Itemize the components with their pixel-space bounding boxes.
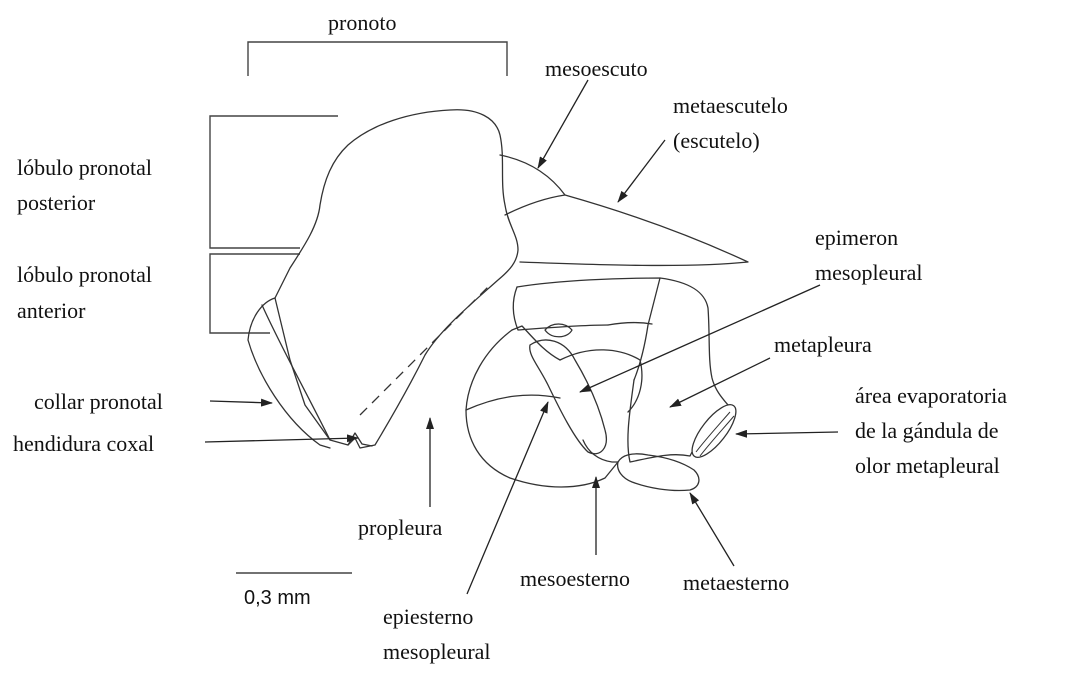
mesoscutum-line <box>505 195 565 215</box>
label-epimeron-2: mesopleural <box>815 260 923 285</box>
pronotum-outline <box>275 110 518 448</box>
label-collar: collar pronotal <box>34 389 163 414</box>
scutellum-outline <box>500 155 748 265</box>
lobulo-anterior-bracket <box>210 254 300 333</box>
label-escutelo: (escutelo) <box>673 128 760 153</box>
epiesterno-edge <box>512 326 560 360</box>
label-area-2: de la gándula de <box>855 418 999 443</box>
label-lobulo-posterior-2: posterior <box>17 190 96 215</box>
small-sclerite <box>545 324 572 337</box>
label-mesoescuto: mesoescuto <box>545 56 648 81</box>
collar-inner-line <box>262 305 330 440</box>
label-metaescutelo: metaescutelo <box>673 93 788 118</box>
label-area-3: olor metapleural <box>855 453 1000 478</box>
meso-meta-suture <box>634 278 660 380</box>
dashed-division <box>360 285 490 415</box>
label-lobulo-anterior-2: anterior <box>17 298 86 323</box>
arrow-metaescutelo <box>618 140 665 202</box>
scale-bar-label: 0,3 mm <box>244 587 311 609</box>
arrow-metaesterno <box>690 493 734 566</box>
arrow-mesoescuto <box>538 80 588 168</box>
hendidura-coxal-outline <box>348 433 372 446</box>
collar-pronotal-outline <box>248 298 330 448</box>
plate-line <box>608 323 652 325</box>
label-pronoto: pronoto <box>328 10 396 35</box>
label-metaesterno: metaesterno <box>683 570 789 595</box>
label-lobulo-posterior-1: lóbulo pronotal <box>17 155 152 180</box>
label-area-1: área evaporatoria <box>855 383 1007 408</box>
label-hendidura: hendidura coxal <box>13 431 154 456</box>
lobulo-posterior-bracket <box>210 116 338 248</box>
label-epiesterno-1: epiesterno <box>383 604 473 629</box>
arrow-metapleura <box>670 358 770 407</box>
label-propleura: propleura <box>358 515 443 540</box>
mesopleuron-outline <box>466 330 618 487</box>
arrow-collar <box>210 401 272 403</box>
mesosternum-edge <box>583 440 618 462</box>
label-epiesterno-2: mesopleural <box>383 639 491 664</box>
label-metapleura: metapleura <box>774 332 872 357</box>
label-epimeron-1: epimeron <box>815 225 898 250</box>
label-lobulo-anterior-1: lóbulo pronotal <box>17 262 152 287</box>
pronoto-bracket <box>248 42 507 76</box>
meso-inner-line <box>560 350 642 412</box>
arrow-area-evaporatoria <box>736 432 838 434</box>
label-mesoesterno: mesoesterno <box>520 566 630 591</box>
